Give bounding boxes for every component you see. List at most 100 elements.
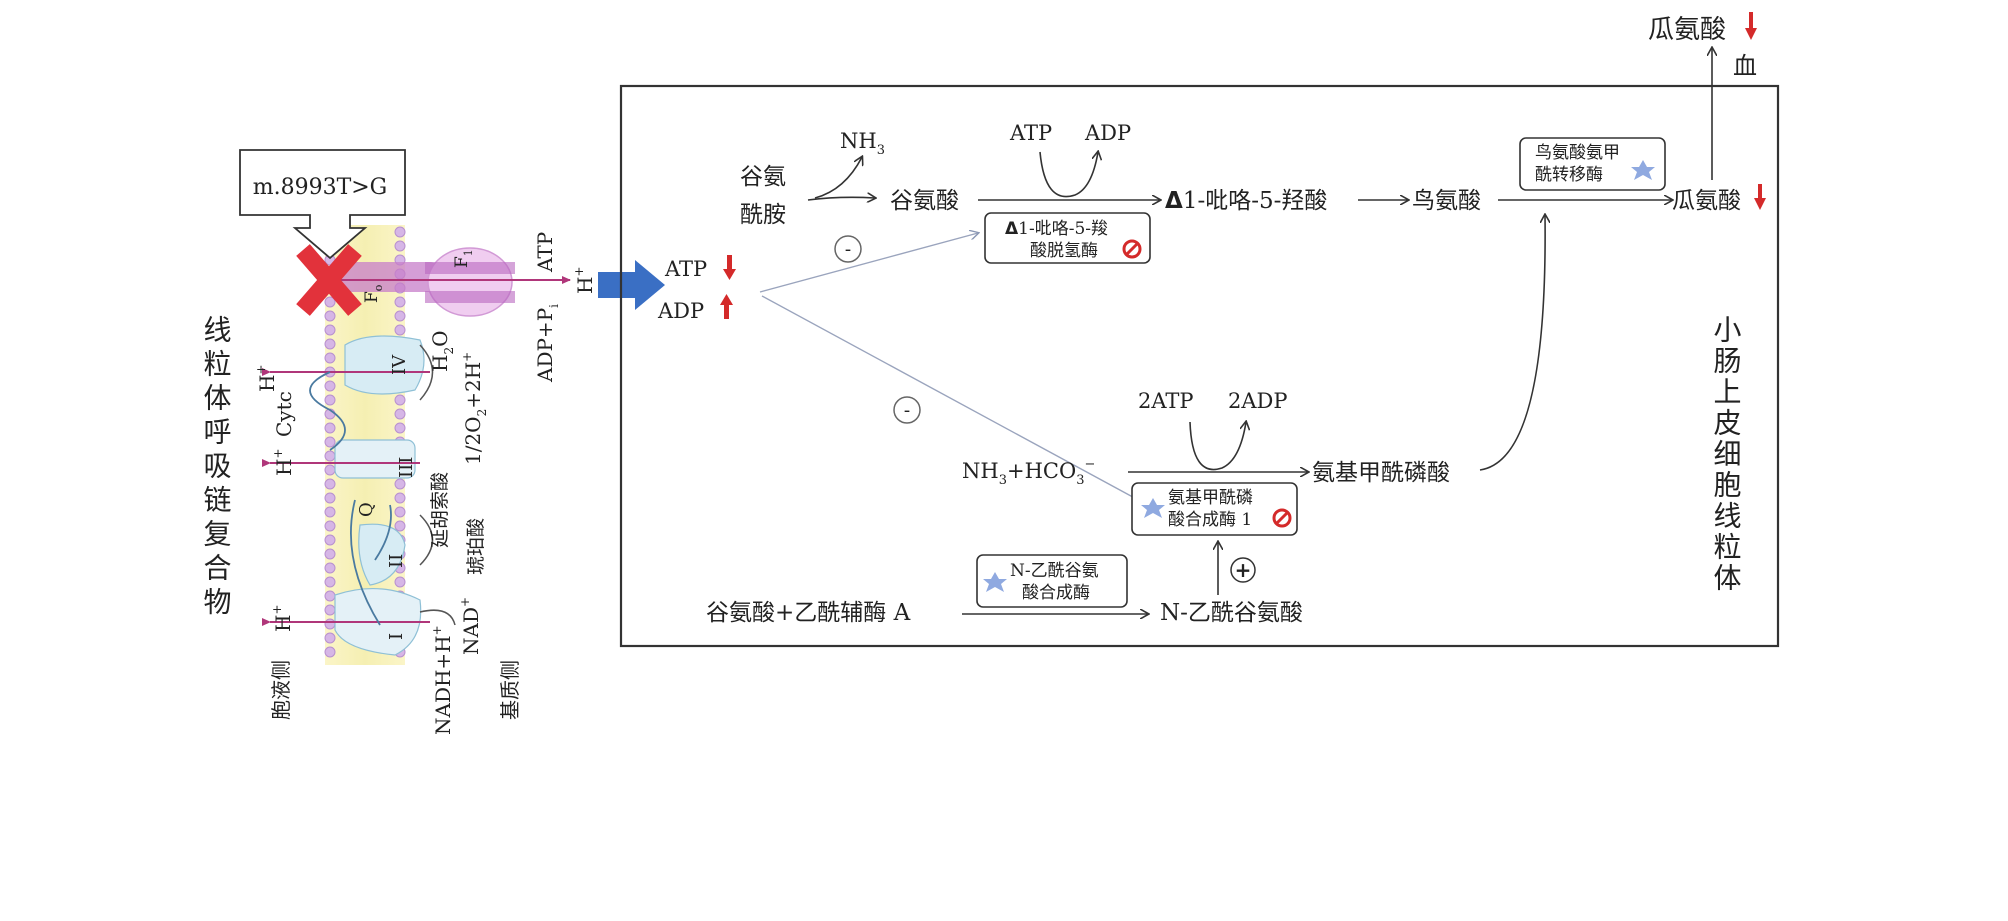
atp-adp-indicator: ATP ADP [657, 255, 736, 323]
complex-iv-label: IV [389, 354, 410, 375]
glutamine-line1: 谷氨 [740, 164, 786, 190]
cps1-line2: 酸合成酶 1 [1168, 510, 1252, 530]
svg-text:琥珀酸: 琥珀酸 [465, 518, 487, 575]
succinate-label: 琥珀酸 [465, 518, 487, 575]
nad-label: NAD+ [458, 597, 483, 655]
atp-label: ATP [1009, 121, 1052, 145]
carbamoyl-to-oat-arrow [1479, 215, 1545, 471]
inhibit-sign-lower: - [893, 396, 921, 424]
citrulline-label: 瓜氨酸 [1672, 188, 1741, 214]
h-plus-iv-label: H+ [254, 364, 279, 392]
glu-acetylcoa-label: 谷氨酸+乙酰辅酶 A [706, 600, 911, 626]
svg-text:ADP+Pi: ADP+Pi [533, 304, 561, 383]
svg-text:III: III [396, 457, 417, 478]
activate-sign: + [1230, 557, 1256, 583]
atp-level-label: ATP [664, 257, 707, 281]
glutamine-line2: 酰胺 [740, 202, 786, 228]
adp2-label: 2ADP [1228, 389, 1288, 413]
complex-iii-protein [262, 439, 420, 479]
ornithine-label: 鸟氨酸 [1412, 188, 1481, 214]
left-title: 线粒体呼吸链复合物 [200, 315, 233, 621]
svg-text:IV: IV [389, 354, 410, 375]
complex-iii-label: III [396, 457, 417, 478]
svg-text:Cytc: Cytc [272, 391, 296, 437]
mutation-callout: m.8993T>G [239, 149, 406, 260]
nags-active-star [983, 572, 1007, 592]
q-label: Q [356, 502, 377, 517]
p5cs-enzyme-box: Δ1-吡咯-5-羧 酸脱氢酶 [984, 212, 1151, 264]
inhibit-sign-upper-text: - [845, 239, 852, 260]
svg-text:I: I [386, 633, 407, 640]
svg-text:H+: H+ [271, 448, 296, 476]
h2o-label: H2O [428, 331, 456, 373]
inhibit-line-lower [761, 295, 1142, 502]
glutamine-to-glutamate-arrow [807, 197, 875, 200]
membrane-illustration [262, 225, 571, 665]
cell-label: 小肠上皮细胞线粒体 [1710, 315, 1743, 594]
mutation-label: m.8993T>G [253, 175, 388, 200]
p5c-label: Δ1-吡咯-5-羟酸 [1165, 188, 1327, 214]
svg-text:NAD+: NAD+ [458, 597, 483, 655]
f0-label: Fo [362, 284, 385, 303]
oat-line1: 鸟氨酸氨甲 [1535, 143, 1620, 163]
svg-text:H+: H+ [270, 604, 295, 632]
cps1-deficient-icon [1272, 508, 1292, 528]
oat-active-star [1631, 160, 1655, 180]
inhibit-sign-upper: - [834, 235, 862, 263]
h-plus-i-label: H+ [270, 604, 295, 632]
nh3-release-arrow [814, 157, 862, 199]
blood-citrulline-label: 瓜氨酸 [1648, 15, 1726, 45]
h-plus-atp-label: H+ [572, 266, 597, 294]
nags-line2: 酸合成酶 [1022, 583, 1090, 603]
complex-ii-protein [358, 514, 434, 586]
svg-text:NADH+H+: NADH+H+ [430, 625, 455, 735]
h-flow-arrow [598, 260, 665, 310]
inhibit-line-upper [759, 233, 978, 293]
atp2-label: 2ATP [1138, 389, 1194, 413]
carbamoyl-p-label: 氨基甲酰磷酸 [1312, 460, 1450, 486]
svg-text:F1: F1 [452, 249, 475, 268]
svg-text:H+: H+ [254, 364, 279, 392]
complex-iv-protein [262, 335, 434, 401]
complex-ii-label: II [386, 554, 407, 568]
svg-text:胞液侧: 胞液侧 [269, 660, 293, 720]
cps1-active-star [1141, 498, 1165, 518]
adp-pi-label: ADP+Pi [533, 304, 561, 383]
svg-text:ATP: ATP [533, 232, 557, 273]
f1-label: F1 [452, 249, 475, 268]
half-o2-label: 1/2O2+2H+ [460, 352, 489, 465]
blood-label: 血 [1733, 52, 1757, 80]
svg-text:Q: Q [356, 502, 377, 517]
nag-label: N-乙酰谷氨酸 [1160, 600, 1303, 626]
svg-text:H+: H+ [572, 266, 597, 294]
nh3-label: NH3 [840, 129, 885, 158]
adp-up-arrow [720, 294, 733, 319]
cps1-enzyme-box: 氨基甲酰磷 酸合成酶 1 [1131, 482, 1298, 536]
activate-sign-text: + [1235, 558, 1252, 582]
nags-enzyme-box: N-乙酰谷氨 酸合成酶 [976, 554, 1128, 608]
atp2-consume-arc [1189, 422, 1246, 471]
atp-down-arrow [723, 255, 736, 280]
p5cs-line2: 酸脱氢酶 [1030, 241, 1098, 261]
svg-text:延胡索酸: 延胡索酸 [429, 472, 451, 548]
blood-citrulline-down-arrow [1745, 12, 1757, 40]
citrulline-down-arrow [1754, 184, 1766, 210]
p5cs-line1: Δ1-吡咯-5-羧 [1005, 219, 1108, 239]
nh3-hco3-label: NH3+HCO3− [962, 457, 1095, 488]
complex-i-protein [262, 588, 456, 656]
h-plus-iii-label: H+ [271, 448, 296, 476]
nags-line1: N-乙酰谷氨 [1010, 561, 1099, 581]
svg-text:基质侧: 基质侧 [498, 660, 522, 720]
cps1-line1: 氨基甲酰磷 [1168, 488, 1253, 508]
atp-membrane-label: ATP [533, 232, 557, 273]
adp-label: ADP [1084, 121, 1131, 145]
atp-synthase [320, 247, 571, 317]
mitochondrion-box [619, 84, 1780, 648]
nadh-label: NADH+H+ [430, 625, 455, 735]
svg-text:1/2O2+2H+: 1/2O2+2H+ [460, 352, 489, 465]
glutamate-label: 谷氨酸 [890, 188, 959, 214]
matrix-side-label: 基质侧 [498, 660, 522, 720]
cytosol-side-label: 胞液侧 [269, 660, 293, 720]
inhibit-sign-lower-text: - [904, 400, 911, 421]
